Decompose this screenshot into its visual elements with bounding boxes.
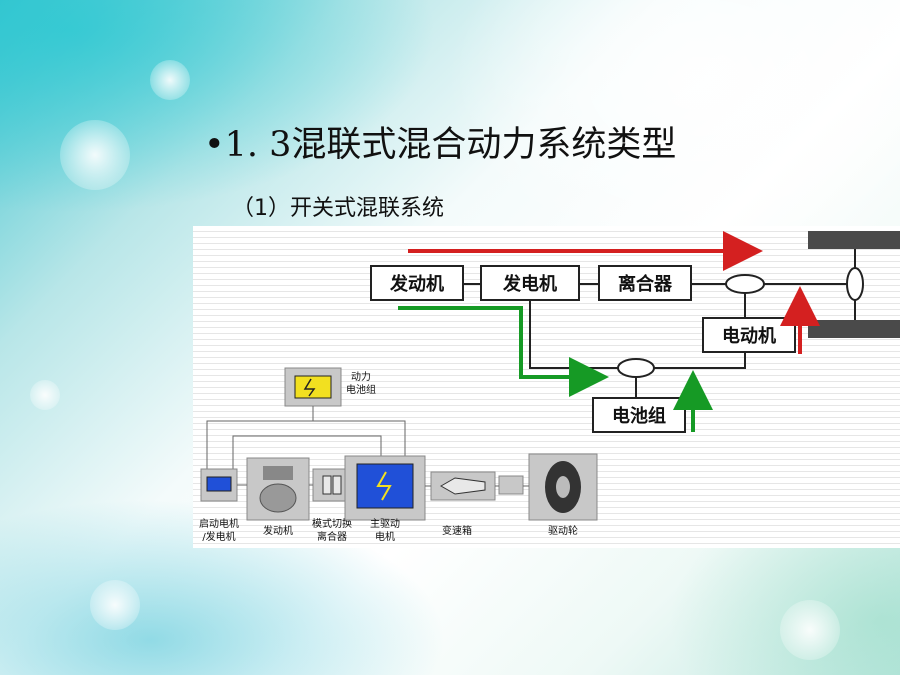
rim-icon (556, 476, 570, 498)
drive-wheel-label: 驱动轮 (548, 524, 578, 537)
gearbox-icon (439, 477, 486, 495)
hybrid-system-diagram: 发动机 发电机 离合器 电动机 电池组 动力电池组 启动电机 /发电机 发动机 … (199, 231, 900, 543)
hybrid-system-figure: 发动机 发电机 离合器 电动机 电池组 动力电池组 启动电机 /发电机 发动机 … (193, 226, 900, 548)
wheel-bottom (808, 320, 900, 338)
mode-clutch-label-2: 离合器 (317, 530, 347, 543)
battery-label: 电池组 (612, 405, 666, 427)
main-motor-label: 主驱动 (370, 518, 400, 530)
differential (846, 267, 864, 301)
starter-generator-label: 启动电机 (199, 517, 239, 530)
bokeh-light (90, 580, 140, 630)
starter-generator-icon (206, 476, 232, 492)
slide-subtitle: （1）开关式混联系统 (232, 196, 444, 221)
engine-crank-icon (259, 483, 297, 513)
clutch-plate-icon (332, 475, 342, 495)
engine-label: 发动机 (389, 273, 444, 295)
starter-generator-label-2: /发电机 (202, 530, 235, 543)
motor-block (702, 317, 796, 353)
bus-wire (232, 435, 382, 469)
bokeh-light (780, 600, 840, 660)
mode-clutch-label: 模式切换 (312, 517, 352, 530)
wheel-top (808, 231, 900, 249)
clutch-block (598, 265, 692, 301)
lightning-icon (303, 378, 316, 397)
main-motor-label-2: 电机 (375, 530, 395, 543)
battery-pack-icon (294, 375, 332, 399)
coupler-bottom (617, 358, 655, 378)
generator-wire (529, 300, 619, 369)
bokeh-light (30, 380, 60, 410)
engine-device-label: 发动机 (263, 524, 293, 537)
motor-label: 电动机 (722, 325, 776, 347)
generator-block (480, 265, 580, 301)
bokeh-light (150, 60, 190, 100)
bus-wire (206, 420, 406, 469)
generator-label: 发电机 (502, 273, 557, 295)
shaft-coupling (498, 475, 524, 495)
motor-wire (653, 352, 746, 369)
clutch-plate-icon (322, 475, 332, 495)
clutch-label: 离合器 (618, 273, 673, 295)
coupler-top (725, 274, 765, 294)
slide-title: •1. 3混联式混合动力系统类型 (204, 125, 677, 165)
engine-cylinder-icon (263, 466, 293, 480)
electrical-flow-arrow (398, 306, 609, 397)
engine-block (370, 265, 464, 301)
battery-pack-label-1: 动力电池组 (346, 370, 376, 396)
battery-block (592, 397, 686, 433)
lightning-icon (376, 471, 392, 501)
bokeh-light (60, 120, 130, 190)
gearbox-label: 变速箱 (442, 524, 472, 537)
